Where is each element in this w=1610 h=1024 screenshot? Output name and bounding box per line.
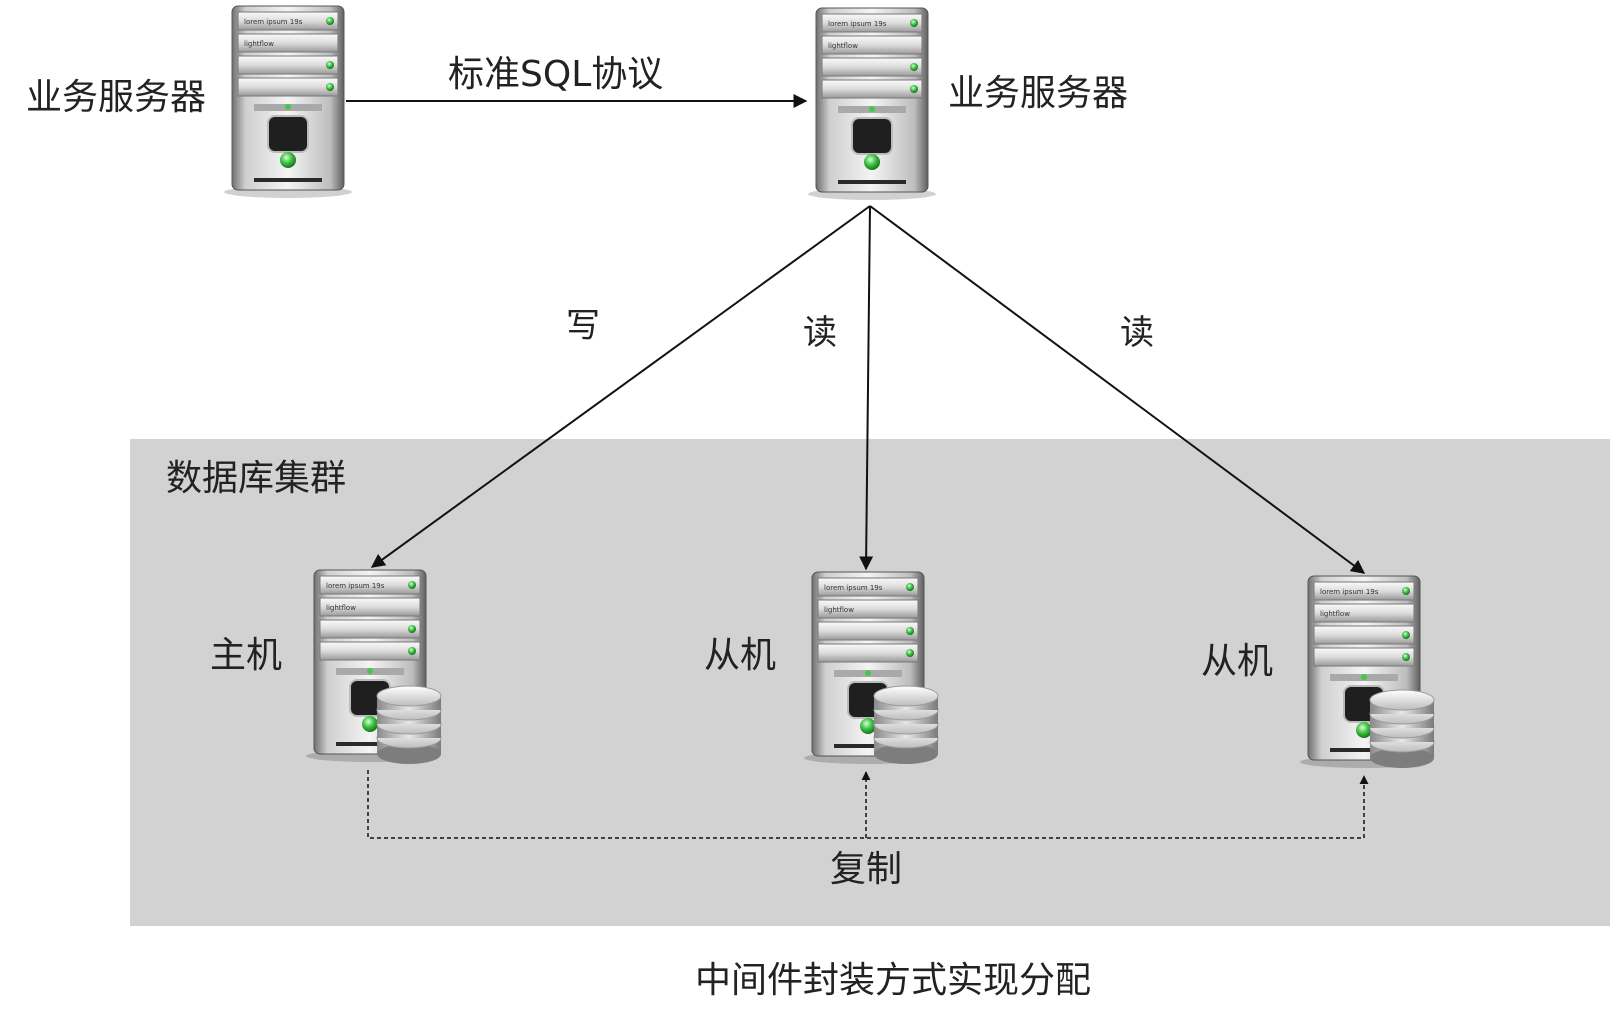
- write-edge-label: 写: [566, 306, 600, 346]
- svg-text:lorem ipsum 19s: lorem ipsum 19s: [824, 584, 883, 592]
- master-database-icon: [373, 684, 445, 768]
- app-server-left-icon: lorem ipsum 19s lightflow: [218, 2, 358, 202]
- svg-text:lightflow: lightflow: [828, 42, 858, 50]
- svg-text:lightflow: lightflow: [244, 40, 274, 48]
- svg-text:lorem ipsum 19s: lorem ipsum 19s: [1320, 588, 1379, 596]
- svg-text:lightflow: lightflow: [1320, 610, 1350, 618]
- svg-text:lightflow: lightflow: [326, 604, 356, 612]
- svg-text:lorem ipsum 19s: lorem ipsum 19s: [828, 20, 887, 28]
- replicate-label: 复制: [830, 849, 903, 890]
- svg-text:lorem ipsum 19s: lorem ipsum 19s: [326, 582, 385, 590]
- slave-1-database-icon: [870, 684, 942, 768]
- app-server-left-label: 业务服务器: [26, 77, 207, 118]
- master-label: 主机: [210, 635, 283, 676]
- slave-1-label: 从机: [704, 635, 777, 676]
- protocol-label: 标准SQL协议: [448, 54, 664, 95]
- diagram-caption: 中间件封装方式实现分配: [695, 960, 1092, 1001]
- slave-2-database-icon: [1366, 688, 1438, 772]
- svg-text:lorem ipsum 19s: lorem ipsum 19s: [244, 18, 303, 26]
- cluster-title: 数据库集群: [166, 458, 347, 499]
- app-server-right-icon: lorem ipsum 19s lightflow: [802, 4, 942, 204]
- svg-text:lightflow: lightflow: [824, 606, 854, 614]
- app-server-right-label: 业务服务器: [948, 73, 1129, 114]
- slave-2-label: 从机: [1201, 641, 1274, 682]
- read-edge-label-2: 读: [1120, 313, 1154, 353]
- read-edge-label-1: 读: [803, 313, 837, 353]
